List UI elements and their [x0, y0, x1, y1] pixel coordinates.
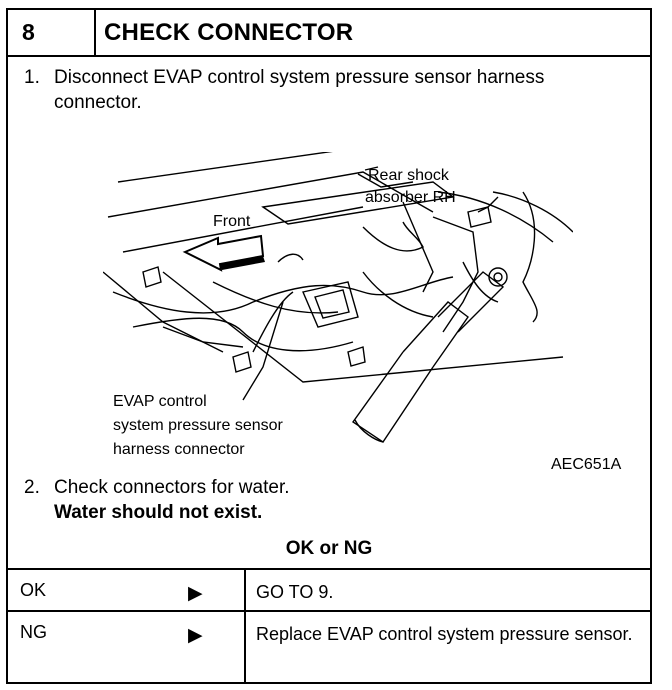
instruction-text: Disconnect EVAP control system pressure … — [54, 67, 545, 113]
result-label: NG — [20, 622, 47, 642]
step-number: 8 — [8, 10, 96, 55]
table-divider — [244, 568, 246, 682]
right-arrow-icon: ▶ — [188, 583, 203, 604]
result-table: OK ▶ GO TO 9. NG ▶ Replace EVAP control … — [8, 568, 650, 684]
label-evap-3: harness connector — [113, 441, 245, 458]
instruction-2: 2. Check connectors for water. Water sho… — [24, 475, 644, 527]
front-arrow-icon — [182, 234, 265, 272]
result-action: Replace EVAP control system pressure sen… — [256, 624, 633, 644]
instruction-text-main: Check connectors for water. — [54, 477, 290, 498]
label-front: Front — [213, 213, 251, 230]
label-rear-shock-1: Rear shock — [368, 167, 450, 184]
instruction-number: 1. — [24, 67, 40, 88]
step-header: 8 CHECK CONNECTOR — [8, 10, 650, 57]
step-title: CHECK CONNECTOR — [104, 19, 354, 46]
result-heading: OK or NG — [285, 538, 373, 559]
result-action: GO TO 9. — [256, 582, 334, 602]
figure-code: AEC651A — [551, 456, 622, 473]
label-evap-1: EVAP control — [113, 393, 207, 410]
procedure-box: 8 CHECK CONNECTOR 1. Disconnect EVAP con… — [6, 8, 652, 684]
result-row-ng: NG ▶ Replace EVAP control system pressur… — [8, 612, 650, 684]
result-label: OK — [20, 580, 47, 600]
instruction-text: Check connectors for water. Water should… — [54, 475, 634, 525]
result-row-ok: OK ▶ GO TO 9. — [8, 570, 650, 612]
illustration: Rear shock absorber RH Front EVAP contro… — [103, 152, 573, 458]
instruction-number: 2. — [24, 477, 40, 498]
label-evap-2: system pressure sensor — [113, 417, 284, 434]
instruction-1: 1. Disconnect EVAP control system pressu… — [24, 65, 644, 117]
instruction-emphasis: Water should not exist. — [54, 502, 263, 523]
label-rear-shock-2: absorber RH — [365, 189, 456, 206]
right-arrow-icon: ▶ — [188, 625, 203, 646]
